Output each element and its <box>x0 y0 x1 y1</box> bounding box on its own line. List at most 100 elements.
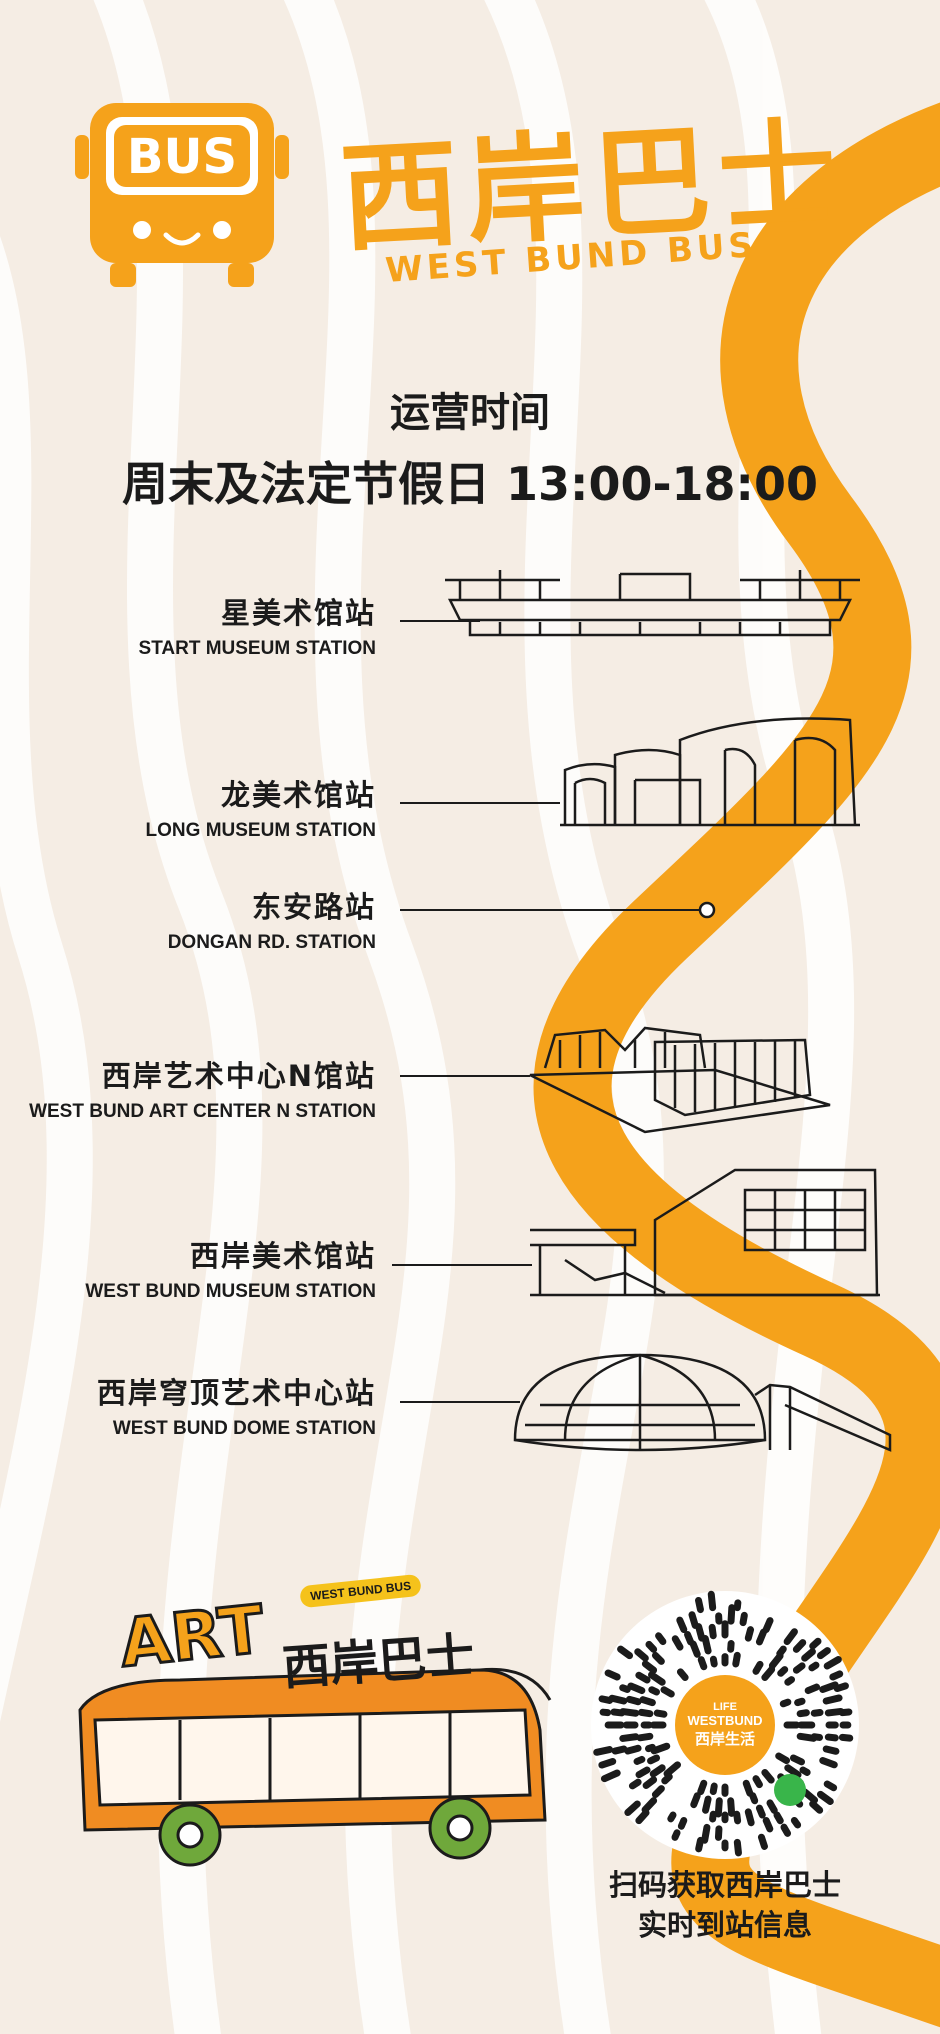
qr-dash <box>822 1694 843 1705</box>
qr-dash <box>777 1666 789 1677</box>
mini-program-qr-code[interactable]: LIFE WESTBUND 西岸生活 <box>590 1590 860 1860</box>
station-name-en: DONGAN RD. STATION <box>167 932 376 953</box>
qr-dash <box>801 1788 819 1804</box>
station-name-cn: 西岸穹顶艺术中心站 <box>96 1376 376 1410</box>
qr-dash <box>635 1809 650 1825</box>
station-leader-line <box>400 909 700 911</box>
qr-dash <box>663 1761 682 1778</box>
qr-dash <box>660 1686 675 1698</box>
qr-dash <box>598 1757 617 1769</box>
qr-dash <box>634 1648 649 1662</box>
qr-dash <box>733 1599 742 1612</box>
qr-center-line3: 西岸生活 <box>694 1730 755 1748</box>
qr-dash <box>829 1670 844 1681</box>
qr-dash <box>752 1660 764 1675</box>
art-center-building-icon <box>529 1026 831 1134</box>
qr-dash <box>819 1757 838 1769</box>
qr-dash <box>727 1797 736 1817</box>
qr-dash <box>752 1775 763 1789</box>
qr-dash <box>701 1823 711 1844</box>
qr-dash <box>784 1764 802 1779</box>
qr-dash <box>733 1838 742 1857</box>
qr-dash <box>816 1790 834 1805</box>
qr-dash <box>611 1745 628 1755</box>
qr-dash <box>600 1769 621 1783</box>
qr-dash <box>650 1742 671 1755</box>
station-art-center-n: 西岸艺术中心N馆站 WEST BUND ART CENTER N STATION <box>29 1053 376 1123</box>
qr-dash <box>619 1708 640 1717</box>
qr-dash <box>649 1764 666 1778</box>
qr-dash <box>755 1804 766 1819</box>
qr-dash <box>792 1662 806 1674</box>
qr-dash <box>641 1660 658 1674</box>
qr-dash <box>619 1684 631 1693</box>
qr-dash <box>695 1596 704 1614</box>
qr-dash <box>822 1745 840 1755</box>
qr-dash <box>697 1656 708 1671</box>
qr-dash <box>799 1766 811 1776</box>
qr-dash <box>794 1697 806 1707</box>
qr-dash <box>707 1590 717 1612</box>
qr-dash <box>624 1744 642 1755</box>
qr-caption-line2: 实时到站信息 <box>637 1908 812 1942</box>
qr-dash <box>762 1816 774 1833</box>
qr-dash <box>635 1766 651 1779</box>
qr-dash <box>773 1811 784 1825</box>
qr-dash <box>790 1816 802 1829</box>
qr-dash <box>808 1661 820 1672</box>
qr-dash <box>636 1732 654 1742</box>
qr-dash <box>639 1696 656 1707</box>
qr-dash <box>641 1797 658 1814</box>
station-dongan-rd: 东安路站 DONGAN RD. STATION <box>168 884 376 954</box>
bus-badge: BUS <box>127 129 237 185</box>
qr-dash <box>619 1733 640 1742</box>
qr-dash <box>819 1681 839 1693</box>
qr-center-line1: LIFE <box>713 1701 737 1713</box>
qr-dash <box>761 1665 776 1682</box>
qr-dash <box>838 1708 853 1717</box>
bus-logo-icon: BUS <box>75 103 289 287</box>
qr-dash <box>610 1708 626 1717</box>
art-bus-title-cn: 西岸巴士 <box>280 1627 477 1697</box>
qr-dash <box>647 1671 666 1686</box>
qr-dash <box>695 1623 706 1642</box>
station-name-en: START MUSEUM STATION <box>138 638 376 659</box>
qr-dash <box>628 1778 642 1790</box>
qr-dash <box>671 1829 681 1841</box>
station-name-en: WEST BUND DOME STATION <box>112 1418 376 1439</box>
qr-dash <box>810 1708 824 1717</box>
station-name-en: WEST BUND MUSEUM STATION <box>85 1281 376 1302</box>
qr-dash <box>689 1640 701 1658</box>
qr-dash <box>667 1811 677 1823</box>
qr-dash <box>647 1754 661 1765</box>
qr-dash <box>633 1755 646 1765</box>
qr-dash <box>780 1823 792 1837</box>
art-word: ART <box>115 1589 269 1684</box>
qr-dash <box>796 1709 810 1718</box>
qr-dash <box>642 1776 658 1790</box>
qr-dash <box>617 1645 634 1660</box>
qr-dash <box>653 1709 668 1718</box>
qr-dash <box>714 1797 723 1818</box>
qr-dash <box>697 1779 708 1796</box>
qr-dash <box>824 1733 839 1742</box>
qr-dash <box>604 1669 621 1681</box>
qr-dash <box>739 1611 748 1627</box>
qr-dash <box>644 1743 656 1753</box>
qr-dash <box>801 1648 816 1662</box>
qr-dash <box>651 1651 665 1665</box>
art-bus-illustration-icon <box>78 1667 552 1867</box>
qr-dash <box>635 1671 651 1684</box>
qr-dash <box>779 1698 792 1708</box>
qr-dash <box>823 1656 842 1670</box>
qr-dash <box>661 1773 673 1785</box>
qr-dash <box>709 1782 718 1796</box>
station-leader-line <box>400 802 560 804</box>
station-name-en: WEST BUND ART CENTER N STATION <box>29 1101 376 1122</box>
station-name-cn: 东安路站 <box>251 890 376 924</box>
qr-dash <box>757 1833 768 1850</box>
qr-dash <box>701 1635 712 1655</box>
qr-dash <box>625 1695 642 1706</box>
qr-dash <box>651 1785 665 1799</box>
station-name-en: LONG MUSEUM STATION <box>145 820 376 841</box>
